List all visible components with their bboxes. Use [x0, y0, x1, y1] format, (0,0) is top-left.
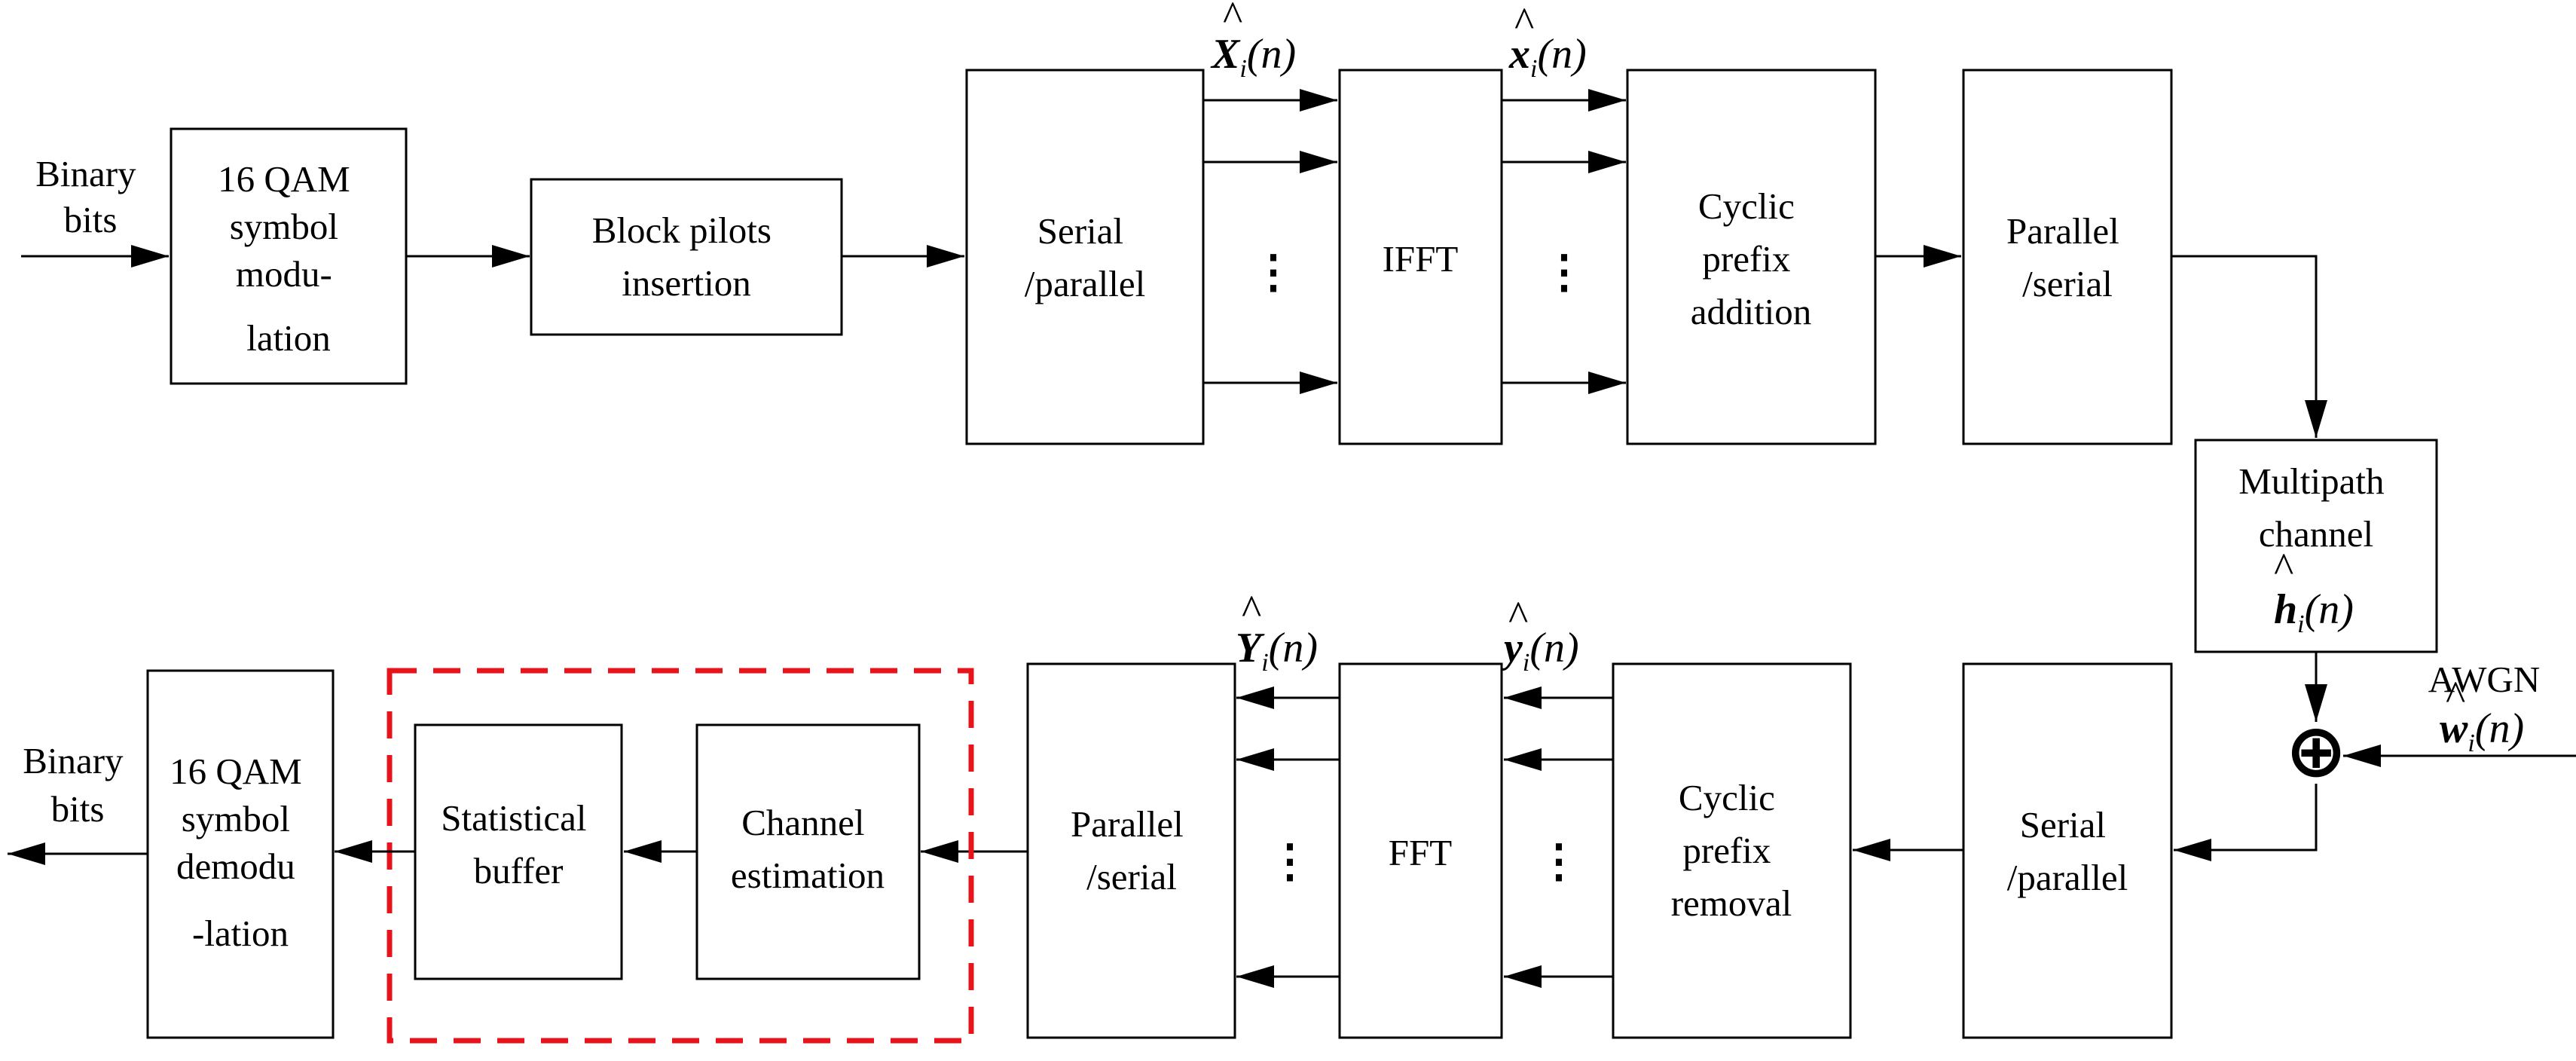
fft-block — [1338, 662, 1503, 1039]
parallel-serial-label-rx: Parallel /serial — [1071, 803, 1193, 897]
signal-h-hat: ^ — [2274, 545, 2293, 592]
parallel-serial-block-rx — [1026, 662, 1236, 1039]
ifft-block — [1338, 69, 1503, 445]
cp-addition-label: Cyclic prefix addition — [1691, 185, 1812, 332]
signal-x-hat: ^ — [1514, 0, 1534, 46]
transmitter-chain: Binary bits 16 QAM symbol modu- lation B… — [21, 0, 2327, 445]
signal-x-label: xi(n) — [1508, 31, 1587, 83]
qam-demodulation-block — [146, 669, 335, 1039]
signal-w-label: wi(n) — [2440, 705, 2524, 757]
signal-Y-label: Yi(n) — [1236, 625, 1318, 677]
parallel-serial-label-tx: Parallel /serial — [2006, 210, 2128, 304]
signal-y-label: yi(n) — [1499, 625, 1579, 677]
serial-parallel-label-rx: Serial /parallel — [2007, 804, 2128, 898]
adder-icon: ⊕ — [2285, 708, 2347, 794]
parallel-dots-2: ⋮ — [1542, 247, 1587, 297]
awgn-label: AWGN — [2428, 659, 2540, 700]
proposed-method-highlight-box — [387, 668, 974, 1044]
qam-modulation-block — [170, 127, 408, 385]
signal-w-hat: ^ — [2446, 673, 2465, 720]
arrow-ps-to-channel — [2171, 255, 2327, 438]
pilot-insertion-block — [530, 178, 843, 336]
signal-X-label: Xi(n) — [1210, 31, 1296, 83]
parallel-dots-3: ⋮ — [1536, 836, 1581, 886]
fft-to-ps-arrows — [1236, 686, 1340, 988]
sp-to-ifft-arrows — [1203, 89, 1337, 394]
receiver-chain: Serial /parallel Cyclic prefix removal ⋮… — [8, 587, 2173, 1044]
cp-removal-label: Cyclic prefix removal — [1671, 777, 1792, 924]
pilot-insertion-label: Block pilots insertion — [592, 209, 781, 304]
output-binary-bits-label: Binary bits — [23, 740, 133, 830]
signal-h-label: hi(n) — [2274, 586, 2354, 638]
parallel-dots-4: ⋮ — [1267, 836, 1312, 886]
channel-estimation-label: Channel estimation — [731, 802, 885, 896]
cp-addition-block — [1626, 69, 1877, 445]
qam-demodulation-label: 16 QAM symbol demodu -lation — [170, 751, 311, 954]
arrow-adder-to-sp-rx — [2174, 784, 2318, 861]
signal-y-hat: ^ — [1508, 593, 1528, 640]
multipath-channel-block — [2194, 439, 2438, 653]
statistical-buffer-label: Statistical buffer — [441, 797, 596, 891]
signal-Y-hat: ^ — [1242, 587, 1261, 634]
ifft-to-cp-arrows — [1502, 89, 1626, 394]
serial-parallel-block-rx — [1962, 662, 2173, 1039]
parallel-dots-1: ⋮ — [1251, 247, 1296, 297]
ifft-label: IFFT — [1383, 238, 1459, 280]
channel-section: Multipath channel hi(n) ^ ⊕ AWGN wi(n) ^ — [2174, 439, 2576, 861]
cp-removal-block — [1612, 662, 1852, 1039]
fft-label: FFT — [1389, 832, 1453, 873]
parallel-serial-block-tx — [1962, 69, 2173, 445]
input-binary-bits-label: Binary bits — [35, 153, 145, 240]
qam-modulation-label: 16 QAM symbol modu- lation — [218, 158, 359, 359]
channel-estimation-block — [695, 723, 921, 980]
signal-X-hat: ^ — [1223, 0, 1242, 40]
multipath-channel-label: Multipath channel — [2238, 460, 2394, 555]
cp-removal-to-fft-arrows — [1504, 686, 1613, 988]
serial-parallel-block-tx — [965, 69, 1205, 445]
serial-parallel-label-tx: Serial /parallel — [1025, 210, 1146, 304]
